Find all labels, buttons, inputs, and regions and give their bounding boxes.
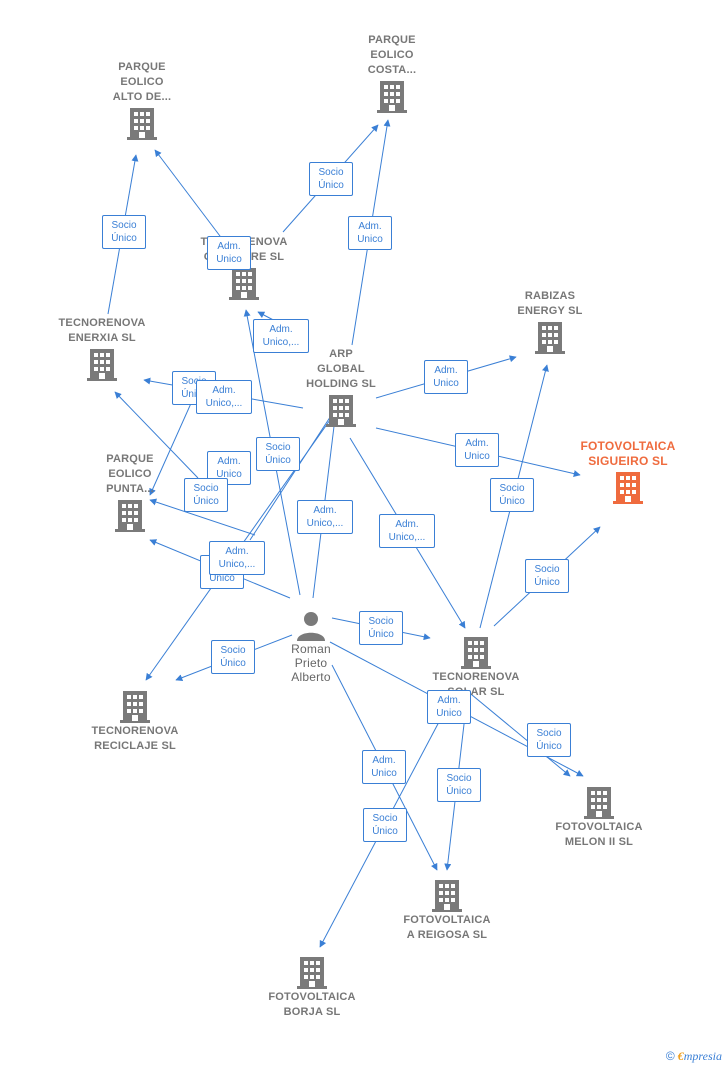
edge-arrow	[149, 498, 256, 536]
building-icon	[87, 349, 117, 381]
building-icon	[115, 500, 145, 532]
edge-label[interactable]: Socio Único	[359, 611, 403, 645]
node-tecnorenova-solar[interactable]: TECNORENOVA SOLAR SL	[424, 634, 528, 700]
building-icon	[461, 637, 491, 669]
node-arp-global-holding[interactable]: ARP GLOBAL HOLDING SL	[298, 347, 384, 428]
node-tecnorenova-enerxia[interactable]: TECNORENOVA ENERXIA SL	[50, 316, 154, 382]
edge-label[interactable]: Socio Único	[490, 478, 534, 512]
edge-arrow	[154, 149, 227, 245]
edge-label[interactable]: Socio Único	[437, 768, 481, 802]
edge-arrow	[249, 404, 339, 541]
edge-label[interactable]: Socio Único	[363, 808, 407, 842]
edge-label[interactable]: Socio Único	[256, 437, 300, 471]
node-fotovoltaica-reigosa[interactable]: FOTOVOLTAICA A REIGOSA SL	[394, 877, 500, 943]
edge-label[interactable]: Adm. Unico	[362, 750, 406, 784]
edge-label[interactable]: Adm. Unico,...	[253, 319, 309, 353]
building-icon	[120, 691, 150, 723]
node-fotovoltaica-melon[interactable]: FOTOVOLTAICA MELON II SL	[546, 784, 652, 850]
node-parque-eolico-alto[interactable]: PARQUE EOLICO ALTO DE...	[100, 60, 184, 141]
building-icon	[326, 395, 356, 427]
node-fotovoltaica-sigueiro[interactable]: FOTOVOLTAICA SIGUEIRO SL	[572, 439, 684, 505]
edge-label[interactable]: Adm. Unico	[207, 236, 251, 270]
building-icon	[535, 322, 565, 354]
edge-label[interactable]: Adm. Unico,...	[297, 500, 353, 534]
empresia-logo: © €mpresia	[665, 1049, 722, 1063]
edge-label[interactable]: Adm. Unico,...	[209, 541, 265, 575]
edge-label[interactable]: Socio Único	[309, 162, 353, 196]
edge-label[interactable]: Socio Único	[525, 559, 569, 593]
edge-label[interactable]: Socio Único	[184, 478, 228, 512]
node-parque-eolico-costa[interactable]: PARQUE EOLICO COSTA...	[350, 33, 434, 114]
node-parque-eolico-punta[interactable]: PARQUE EOLICO PUNTA...	[88, 452, 172, 533]
edge-label[interactable]: Adm. Unico,...	[379, 514, 435, 548]
edge-label[interactable]: Socio Único	[102, 215, 146, 249]
building-icon	[432, 880, 462, 912]
edge-label[interactable]: Adm. Unico	[455, 433, 499, 467]
building-icon	[584, 787, 614, 819]
edge-label[interactable]: Socio Único	[527, 723, 571, 757]
building-icon	[127, 108, 157, 140]
edge-arrow	[465, 689, 571, 777]
edge-label[interactable]: Adm. Unico,...	[196, 380, 252, 414]
building-icon	[377, 81, 407, 113]
building-icon	[297, 957, 327, 989]
edge-label[interactable]: Socio Único	[211, 640, 255, 674]
edge-label[interactable]: Adm. Unico	[427, 690, 471, 724]
node-rabizas-energy[interactable]: RABIZAS ENERGY SL	[506, 289, 594, 355]
edge-label[interactable]: Adm. Unico	[424, 360, 468, 394]
edge-label[interactable]: Adm. Unico	[348, 216, 392, 250]
building-icon	[229, 268, 259, 300]
node-tecnorenova-reciclaje[interactable]: TECNORENOVA RECICLAJE SL	[82, 688, 188, 754]
building-icon	[613, 472, 643, 504]
edge-arrow	[114, 391, 199, 479]
node-roman-prieto-alberto[interactable]: Roman Prieto Alberto	[276, 610, 346, 684]
node-fotovoltaica-borja[interactable]: FOTOVOLTAICA BORJA SL	[260, 954, 364, 1020]
person-icon	[297, 612, 325, 641]
